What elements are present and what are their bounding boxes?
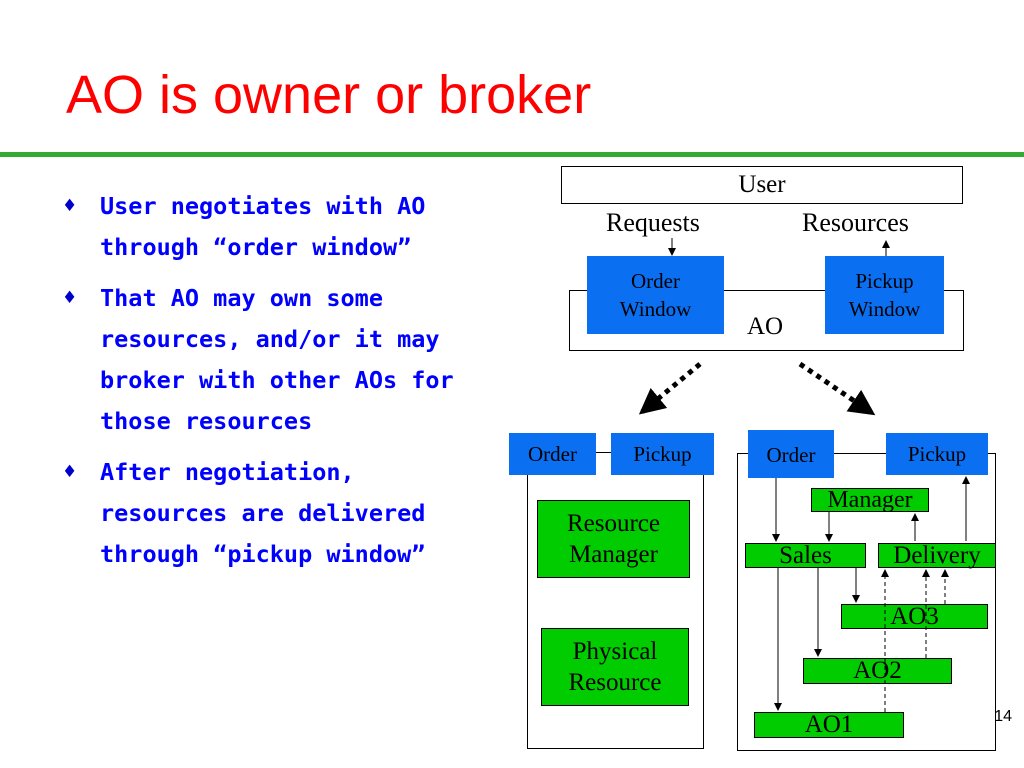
delivery-box: Delivery <box>878 542 996 569</box>
right-pickup-box: Pickup <box>886 433 988 475</box>
diamond-bullet-icon: ♦ <box>62 462 78 482</box>
dotted-arrow-left <box>638 362 702 415</box>
bullet-item: ♦ After negotiation, resources are delive… <box>62 452 462 575</box>
pickup-window-box: Pickup Window <box>825 256 944 334</box>
diamond-bullet-icon: ♦ <box>62 288 78 308</box>
bullet-item: ♦ That AO may own some resources, and/or … <box>62 278 462 442</box>
manager-box: Manager <box>811 487 929 513</box>
bullet-item: ♦ User negotiates with AO through “order … <box>62 186 462 268</box>
resource-manager-box: Resource Manager <box>537 500 690 578</box>
bullet-text: After negotiation, resources are deliver… <box>100 458 426 568</box>
bullet-list: ♦ User negotiates with AO through “order … <box>62 186 462 585</box>
right-order-box: Order <box>748 430 834 478</box>
resources-label: Resources <box>802 208 909 237</box>
slide-title: AO is owner or broker <box>66 65 592 125</box>
page-number: 14 <box>994 708 1012 725</box>
requests-label: Requests <box>606 208 700 237</box>
user-label: User <box>738 171 786 198</box>
physical-resource-box: Physical Resource <box>541 628 689 706</box>
bullet-text: That AO may own some resources, and/or i… <box>100 284 454 435</box>
ao2-box: AO2 <box>803 657 952 684</box>
ao1-box: AO1 <box>754 711 904 738</box>
ao-label: AO <box>747 313 784 340</box>
ao3-box: AO3 <box>841 603 988 630</box>
bullet-text: User negotiates with AO through “order w… <box>100 192 426 261</box>
dotted-arrow-right <box>798 361 876 416</box>
order-window-box: Order Window <box>587 256 724 334</box>
diamond-bullet-icon: ♦ <box>62 196 78 216</box>
left-pickup-box: Pickup <box>611 433 714 475</box>
left-order-box: Order <box>509 433 596 475</box>
sales-box: Sales <box>745 542 866 569</box>
user-box: User <box>561 166 963 204</box>
title-divider <box>0 152 1024 157</box>
